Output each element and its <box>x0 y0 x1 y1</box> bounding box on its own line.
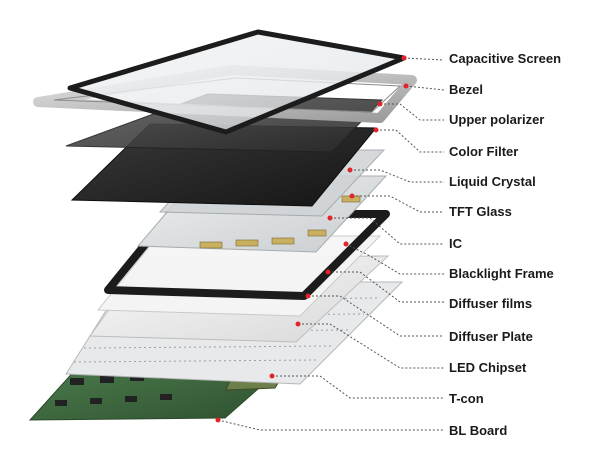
label-tft-glass: TFT Glass <box>449 204 512 219</box>
label-led-chipset: LED Chipset <box>449 360 527 375</box>
label-bl-board: BL Board <box>449 423 508 438</box>
label-bezel: Bezel <box>449 82 483 97</box>
capacitive-screen-layer <box>67 29 407 135</box>
leader-dots <box>215 55 409 423</box>
label-t-con: T-con <box>449 391 484 406</box>
label-ic: IC <box>449 236 462 251</box>
leader-lines <box>217 57 445 431</box>
label-diffuser-plate: Diffuser Plate <box>449 329 533 344</box>
label-backlight-frame: Blacklight Frame <box>449 266 554 281</box>
label-upper-polarizer: Upper polarizer <box>449 112 545 127</box>
label-diffuser-films: Diffuser films <box>449 296 533 311</box>
label-color-filter: Color Filter <box>449 144 519 159</box>
ic-chips <box>199 195 361 249</box>
label-liquid-crystal: Liquid Crystal <box>449 174 536 189</box>
label-capacitive-screen: Capacitive Screen <box>449 51 562 66</box>
